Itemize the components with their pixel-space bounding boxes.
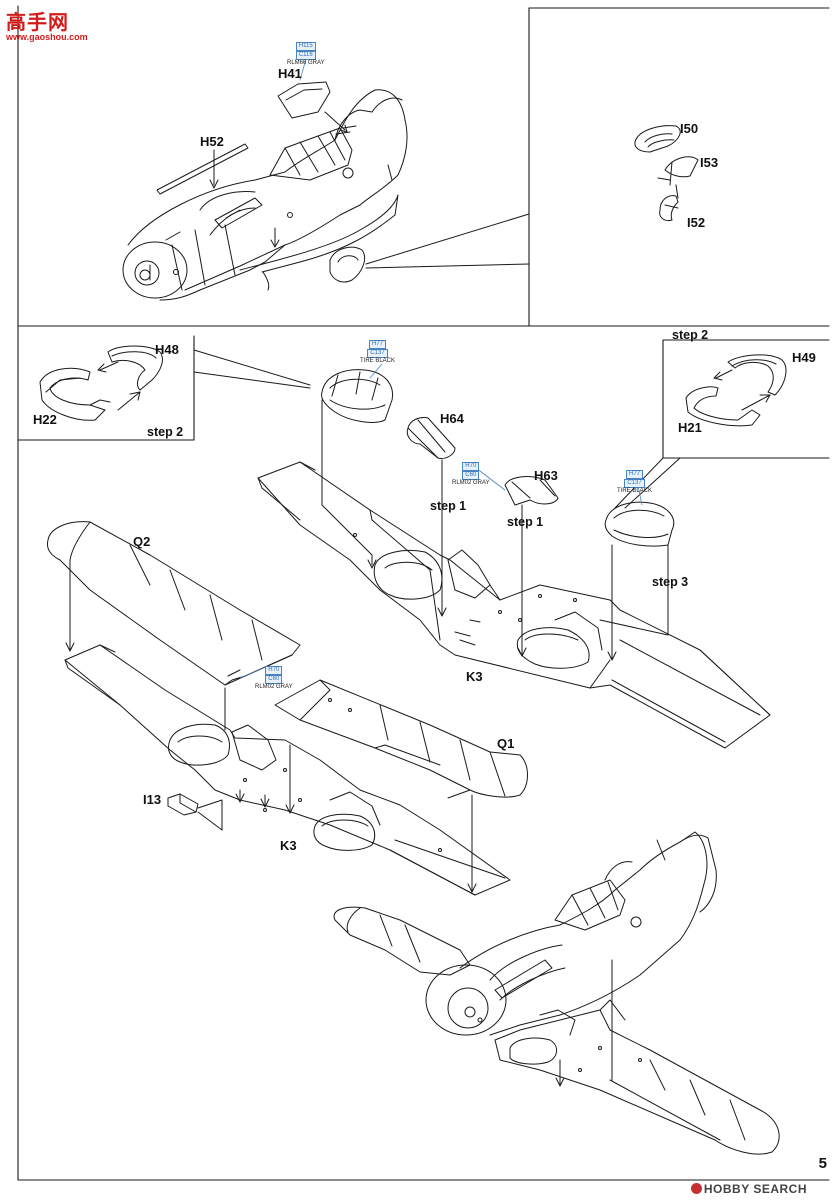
paint-code: C137: [624, 479, 645, 488]
part-label-h21: H21: [678, 420, 702, 435]
part-label-h49: H49: [792, 350, 816, 365]
page-number: 5: [818, 1155, 827, 1172]
frame-lines: [17, 5, 830, 1181]
hobby-search-text: HOBBY SEARCH: [703, 1182, 807, 1196]
paint-callout-2: H77 C137 TIRE BLACK: [360, 340, 395, 365]
part-label-h63: H63: [534, 468, 558, 483]
part-label-i52: I52: [687, 215, 706, 230]
paint-name: TIRE BLACK: [617, 488, 653, 494]
part-label-h22: H22: [33, 412, 57, 427]
site-watermark: 高手网 www.gaoshou.com: [6, 6, 88, 42]
paint-code: H70: [462, 462, 480, 471]
part-label-k3-bottom: K3: [280, 838, 297, 853]
hobby-search-icon: [690, 1183, 702, 1194]
paint-name: RLM02 GRAY: [255, 684, 293, 690]
assembled-aircraft: [333, 831, 780, 1155]
part-label-i53: I53: [700, 155, 719, 170]
paint-code: C137: [367, 349, 388, 358]
right-inset-parts: [614, 354, 787, 509]
paint-code: C116: [295, 51, 316, 60]
paint-code: C60: [462, 471, 480, 480]
callout-leaders: [239, 58, 643, 679]
step-label-wheel: step 3: [652, 575, 689, 589]
paint-callout-4: H77 C137 TIRE BLACK: [617, 470, 652, 495]
paint-code: C60: [265, 675, 283, 684]
watermark-title: 高手网: [6, 10, 69, 34]
hobby-search-logo: HOBBY SEARCH: [690, 1182, 807, 1196]
step-label-h63: step 1: [507, 515, 544, 529]
part-label-q2: Q2: [133, 534, 151, 549]
top-right-parts: [634, 125, 699, 221]
part-label-h41: H41: [278, 66, 302, 81]
part-label-k3-top: K3: [466, 669, 483, 684]
q1-wing: [274, 679, 528, 799]
step-label-h64: step 1: [430, 499, 467, 513]
part-label-i13: I13: [143, 792, 162, 807]
part-label-h52: H52: [200, 134, 224, 149]
part-label-h64: H64: [440, 411, 464, 426]
wheel-well-upper: [321, 369, 675, 661]
paint-code: H77: [369, 340, 387, 349]
watermark-url: www.gaoshou.com: [6, 32, 88, 42]
paint-callout-3: H70 C60 RLM02 GRAY: [452, 462, 490, 487]
part-label-q1: Q1: [497, 736, 515, 751]
paint-code: H70: [265, 666, 283, 675]
top-fuselage: [122, 81, 530, 301]
paint-name: RLM66 GRAY: [287, 60, 325, 66]
step-label-right-inset: step 2: [672, 328, 709, 342]
left-inset-parts: [39, 345, 311, 421]
part-label-i50: I50: [680, 121, 699, 136]
paint-callout-1: H115 C116 RLM66 GRAY: [287, 42, 325, 67]
left-wing-half: [64, 644, 511, 896]
q2-wing: [47, 521, 301, 731]
paint-name: RLM02 GRAY: [452, 480, 490, 486]
paint-code: H77: [626, 470, 644, 479]
paint-name: TIRE BLACK: [360, 358, 396, 364]
paint-code: H115: [295, 42, 316, 51]
step-label-left-inset: step 2: [147, 425, 184, 439]
right-wing-half: [257, 461, 771, 749]
paint-callout-5: H70 C60 RLM02 GRAY: [255, 666, 293, 691]
part-label-h48: H48: [155, 342, 179, 357]
